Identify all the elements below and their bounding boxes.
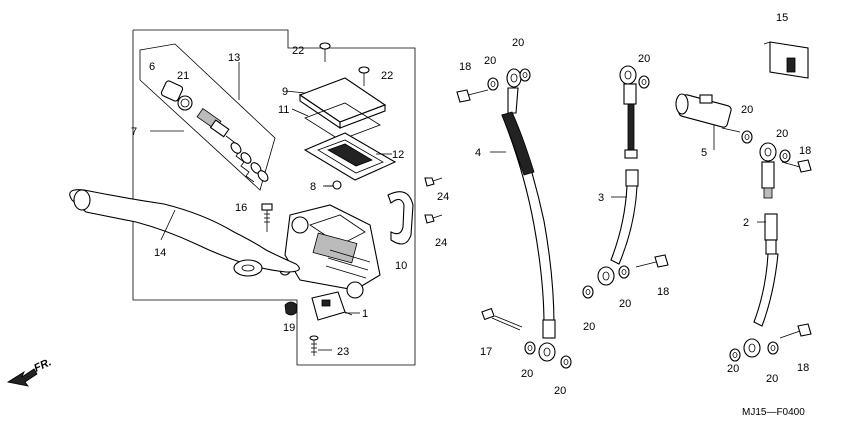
callout-20c: 20	[638, 53, 650, 65]
callout-1: 1	[362, 308, 368, 320]
callout-13: 13	[228, 52, 240, 64]
switch-screw	[309, 335, 319, 356]
dust-boot	[284, 301, 298, 316]
oil-bolt-17	[481, 307, 523, 331]
master-cylinder-holder	[387, 191, 414, 245]
callout-8: 8	[310, 181, 316, 193]
brake-hose-3	[597, 65, 639, 286]
front-label: FR.	[32, 356, 53, 374]
brake-light-switch	[311, 291, 353, 321]
sealing-washers-hose-2	[729, 130, 791, 362]
callout-6: 6	[149, 61, 155, 73]
callout-5: 5	[701, 147, 707, 159]
master-cylinder-body	[279, 204, 381, 299]
callout-12: 12	[392, 149, 404, 161]
callout-9: 9	[282, 86, 288, 98]
sealing-washers-hose-4	[487, 68, 572, 369]
callout-24a: 24	[437, 191, 449, 203]
callout-18a: 18	[459, 61, 471, 73]
oil-bolt-left	[456, 89, 489, 103]
pivot-bolt	[261, 203, 273, 232]
front-arrow: FR.	[6, 356, 53, 387]
callout-numbers: 1 2 3 4 5 6 7 8 9 10 11 12 13 14 15 16 1…	[131, 12, 811, 397]
callout-24b: 24	[435, 237, 447, 249]
callout-20e: 20	[619, 298, 631, 310]
callout-20j: 20	[727, 363, 739, 375]
callout-15: 15	[776, 12, 788, 24]
callout-14: 14	[154, 247, 166, 259]
bolt-8	[325, 180, 342, 190]
callout-2: 2	[743, 217, 749, 229]
master-cylinder-group-outline	[132, 29, 416, 366]
piston-kit-outline	[139, 43, 276, 191]
callout-20a: 20	[484, 55, 496, 67]
callout-16: 16	[235, 202, 247, 214]
callout-19: 19	[283, 322, 295, 334]
brake-lever	[69, 189, 300, 277]
callout-23: 23	[337, 346, 349, 358]
callout-4: 4	[475, 147, 481, 159]
sealing-washers-hose-3	[582, 75, 650, 299]
callout-18b: 18	[657, 286, 669, 298]
oil-bolt-middle	[635, 254, 669, 268]
callout-20h: 20	[741, 104, 753, 116]
callout-7: 7	[131, 126, 137, 138]
callout-20f: 20	[521, 368, 533, 380]
callout-21: 21	[177, 70, 189, 82]
callout-18d: 18	[797, 362, 809, 374]
three-way-joint	[675, 93, 741, 133]
piston-kit-parts	[160, 80, 269, 183]
holder-bolts	[424, 177, 443, 224]
oil-bolts-right	[779, 159, 812, 339]
callout-20k: 20	[766, 373, 778, 385]
brake-hose-4	[501, 68, 556, 362]
leader-lines	[150, 62, 766, 351]
reservoir-cap-stack	[298, 77, 397, 181]
callout-20b: 20	[512, 37, 524, 49]
callout-22b: 22	[381, 70, 393, 82]
callout-3: 3	[598, 192, 604, 204]
cap-screws	[319, 42, 370, 86]
callout-22a: 22	[292, 45, 304, 57]
callout-20g: 20	[554, 385, 566, 397]
callout-20i: 20	[776, 128, 788, 140]
brake-hose-2	[743, 142, 779, 358]
diagram-code: MJ15—F0400	[742, 407, 805, 418]
callout-20d: 20	[583, 321, 595, 333]
callout-17: 17	[480, 346, 492, 358]
callout-11: 11	[278, 104, 289, 116]
callout-18c: 18	[799, 145, 811, 157]
hose-bracket	[763, 41, 809, 79]
callout-10: 10	[395, 260, 407, 272]
